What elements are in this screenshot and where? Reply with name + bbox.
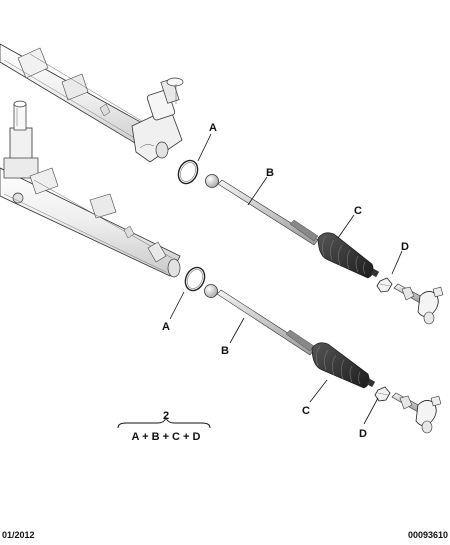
label-b-top: B [266,167,274,179]
kit-formula: 2 A + B + C + D [117,410,211,443]
inner-tie-rod-bottom [204,284,315,356]
label-d-bottom: D [359,428,367,440]
leader-lines [169,133,403,425]
gaiter-boot-top [317,232,380,279]
footer-reference: 00093610 [407,530,448,540]
label-a-bottom: A [162,321,170,333]
circlip-ring-bottom [184,266,206,292]
kit-quantity: 2 [163,410,169,422]
kit-formula-text: A + B + C + D [132,431,201,443]
rack-housing-bottom [0,100,181,278]
label-c-top: C [354,205,362,217]
gaiter-boot-bottom [311,342,376,389]
tie-rod-end-bottom [391,392,442,434]
label-d-top: D [401,241,409,253]
circlip-ring-top [177,159,199,185]
label-c-bottom: C [302,405,310,417]
lock-nut-top [376,277,393,293]
label-a-top: A [209,122,217,134]
label-b-bottom: B [221,345,229,357]
top-assembly [0,43,444,325]
bottom-assembly [0,100,442,434]
lock-nut-bottom [374,386,391,402]
rack-housing-top [0,43,184,163]
tie-rod-end-top [393,283,444,325]
kit-brace [117,416,211,429]
footer-date: 01/2012 [2,530,35,540]
